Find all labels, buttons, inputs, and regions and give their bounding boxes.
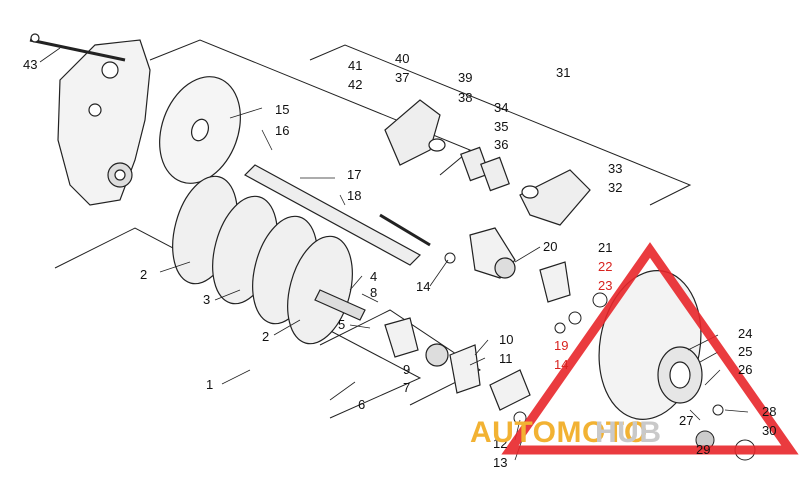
callout-33: 33	[608, 161, 623, 176]
drive-sprockets	[172, 175, 366, 345]
gear-case	[29, 33, 151, 206]
callout-31: 31	[556, 65, 571, 80]
bearing-flanges	[384, 227, 571, 411]
callout-37: 37	[395, 70, 410, 85]
callout-32: 32	[608, 180, 623, 195]
frame-31	[309, 44, 692, 206]
callout-26: 26	[738, 362, 753, 377]
callout-14-upper: 14	[416, 279, 431, 294]
callout-27: 27	[679, 413, 694, 428]
callout-19: 19	[554, 338, 569, 353]
callout-2-lower: 2	[262, 329, 270, 344]
callout-21: 21	[598, 240, 613, 255]
callout-25: 25	[738, 344, 753, 359]
callout-35: 35	[494, 119, 509, 134]
callout-15: 15	[275, 102, 290, 117]
callout-38: 38	[458, 90, 473, 105]
callout-24: 24	[738, 326, 753, 341]
callout-41: 41	[348, 58, 363, 73]
callout-6: 6	[358, 397, 366, 412]
watermark-text-hub: HUB	[595, 416, 662, 449]
callout-16: 16	[275, 123, 290, 138]
callout-14-lower: 14	[554, 357, 569, 372]
callout-34: 34	[494, 100, 509, 115]
callout-10: 10	[499, 332, 514, 347]
leader-lines	[39, 47, 749, 461]
callout-12: 12	[493, 436, 508, 451]
hardware	[444, 252, 756, 461]
callout-13: 13	[493, 455, 508, 470]
watermark-text-automoto: AUTOMOTO	[470, 416, 648, 449]
brake-caliper	[384, 99, 591, 226]
callout-20: 20	[543, 239, 558, 254]
callout-17: 17	[347, 167, 362, 182]
callout-29: 29	[696, 442, 711, 457]
callout-18: 18	[347, 188, 362, 203]
callout-43: 43	[23, 57, 38, 72]
callout-1: 1	[206, 377, 214, 392]
callout-8: 8	[370, 285, 378, 300]
watermark-triangle	[501, 242, 799, 455]
callout-40: 40	[395, 51, 410, 66]
callout-28: 28	[762, 404, 777, 419]
callout-3: 3	[203, 292, 211, 307]
callout-30: 30	[762, 423, 777, 438]
callout-42: 42	[348, 77, 363, 92]
drive-shaft	[244, 164, 431, 266]
frame-upper	[149, 39, 471, 176]
callout-9: 9	[403, 362, 411, 377]
callout-22: 22	[598, 259, 613, 274]
callout-4: 4	[370, 269, 378, 284]
callout-5: 5	[338, 317, 346, 332]
frame-6	[319, 309, 481, 406]
brake-disc	[159, 76, 241, 184]
callout-39: 39	[458, 70, 473, 85]
callout-2-upper: 2	[140, 267, 148, 282]
callout-36: 36	[494, 137, 509, 152]
callout-11: 11	[499, 351, 513, 366]
callout-23: 23	[598, 278, 613, 293]
callout-7: 7	[403, 380, 411, 395]
